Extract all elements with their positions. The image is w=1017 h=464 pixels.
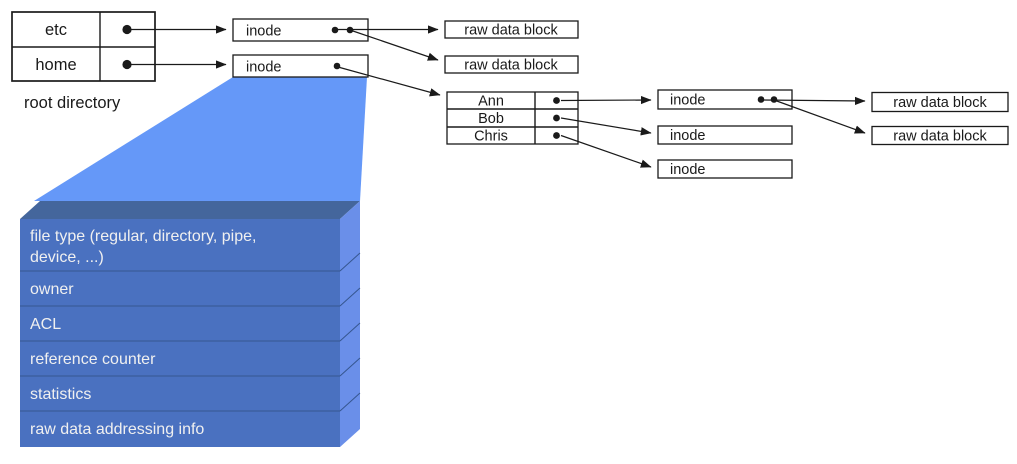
panel-side-divider xyxy=(339,392,361,412)
panel-side-divider xyxy=(339,252,361,272)
pointer-dot-home xyxy=(122,59,132,70)
inode-detail-panel: file type (regular, directory, pipe, dev… xyxy=(20,77,367,447)
arrow-ann-to-inode xyxy=(560,95,652,105)
raw-block-outline xyxy=(871,91,1009,113)
inode-box-outline xyxy=(657,125,793,145)
raw-data-block-label: raw data block xyxy=(464,23,558,39)
field-owner: owner xyxy=(30,281,74,298)
pointer-dot-bob xyxy=(553,114,560,122)
field-file-type-line1: file type (regular, directory, pipe, xyxy=(30,228,256,245)
raw-block-outline xyxy=(444,20,579,39)
raw-data-block-2: raw data block xyxy=(444,55,579,74)
pointer-dot-chris xyxy=(553,132,560,139)
panel-front-face xyxy=(20,219,340,447)
home-directory-table: Ann Bob Chris xyxy=(446,91,579,145)
pointer-dot xyxy=(333,62,341,70)
inode-box-outline xyxy=(232,54,369,78)
home-entry-ann: Ann xyxy=(478,94,504,110)
raw-data-block-1: raw data block xyxy=(444,20,579,39)
arrow-chris-to-inode xyxy=(560,134,652,168)
raw-block-outline xyxy=(444,55,579,74)
home-entry-chris: Chris xyxy=(474,129,508,145)
pointer-dot-ann xyxy=(553,97,560,104)
field-acl: ACL xyxy=(30,316,61,333)
inode-box-outline xyxy=(657,159,793,179)
root-entry-home: home xyxy=(35,56,76,74)
pointer-dot-etc xyxy=(122,24,132,35)
arrow-inode1-to-raw2 xyxy=(349,29,439,61)
raw-data-block-label: raw data block xyxy=(464,58,558,74)
panel-top-face xyxy=(20,201,360,219)
inode-box-outline xyxy=(657,89,793,110)
field-reference-counter: reference counter xyxy=(30,351,156,368)
inode-box-home: inode xyxy=(232,54,369,78)
inode-box-chris: inode xyxy=(657,159,793,179)
panel-side-divider xyxy=(339,357,361,377)
home-entry-bob: Bob xyxy=(478,111,504,127)
zoom-funnel-shape xyxy=(34,77,367,201)
root-directory-caption: root directory xyxy=(24,94,121,112)
root-directory-table: etc home root directory xyxy=(11,11,156,112)
inode-label: inode xyxy=(246,60,281,76)
field-statistics: statistics xyxy=(30,386,91,403)
raw-data-block-label: raw data block xyxy=(893,129,987,145)
inode-label: inode xyxy=(670,93,705,109)
arrow-inode3-to-raw4 xyxy=(773,99,866,134)
pointer-dot xyxy=(757,96,765,103)
pointer-dot xyxy=(770,96,778,103)
raw-block-outline xyxy=(871,125,1009,146)
field-raw-data-addressing: raw data addressing info xyxy=(30,421,204,438)
field-file-type-line2: device, ...) xyxy=(30,249,104,266)
arrow-inode3-to-raw3 xyxy=(760,96,866,106)
panel-side-face xyxy=(340,201,360,447)
panel-side-divider xyxy=(339,287,361,307)
raw-data-block-4: raw data block xyxy=(871,125,1009,146)
arrow-inode2-to-home-table xyxy=(337,66,441,97)
inode-label: inode xyxy=(246,24,281,40)
panel-side-divider xyxy=(339,322,361,342)
inode-box-bob: inode xyxy=(657,125,793,145)
inode-label: inode xyxy=(670,162,705,178)
inode-box-ann: inode xyxy=(657,89,793,110)
arrow-bob-to-inode xyxy=(560,117,652,136)
root-entry-etc: etc xyxy=(45,21,67,39)
raw-data-block-3: raw data block xyxy=(871,91,1009,113)
inode-label: inode xyxy=(670,128,705,144)
pointer-arrows xyxy=(131,25,866,168)
raw-data-block-label: raw data block xyxy=(893,95,987,111)
